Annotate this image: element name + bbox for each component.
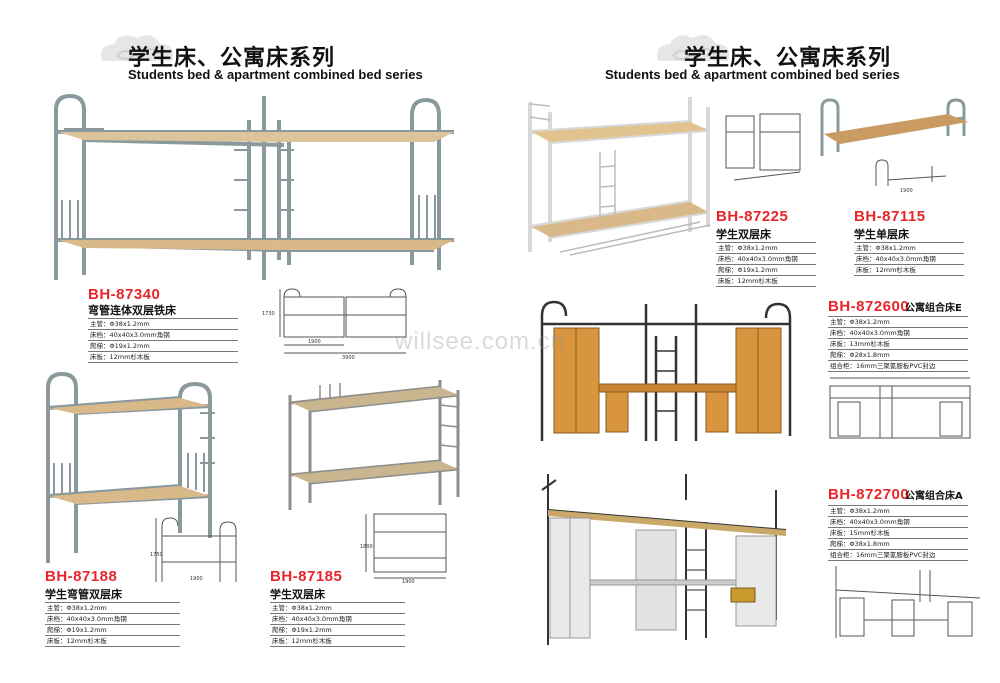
spec-row: 床档：40x40x3.0mm角钢 — [716, 253, 816, 264]
technical-drawing-bh-872700 — [835, 566, 981, 638]
spec-row: 主管：Φ38x1.2mm — [88, 318, 238, 329]
technical-drawing-bh-87185: 1800 1900 — [360, 513, 447, 583]
product-code: BH-872700 — [828, 486, 910, 503]
technical-drawing-bh-87115: 1900 — [875, 159, 947, 194]
dimension-label: 1800 — [360, 544, 373, 550]
spec-row: 主管：Φ38x1.2mm — [716, 242, 816, 253]
product-photo-bh-872700 — [541, 474, 787, 645]
dimension-label: 1900 — [190, 576, 203, 582]
product-code: BH-87185 — [270, 568, 343, 585]
spec-row: 床板：12mm杉木板 — [716, 275, 816, 287]
spec-row: 床板：12mm杉木板 — [854, 264, 964, 276]
cloud-ornament-left — [100, 35, 174, 61]
product-photo-bh-87340 — [54, 93, 454, 280]
technical-drawing-bh-872600 — [829, 377, 971, 439]
spec-list: 主管：Φ38x1.2mm 床档：40x40x3.0mm角钢 爬梯：Φ19x1.2… — [270, 602, 405, 647]
spec-row: 床档：40x40x3.0mm角钢 — [45, 613, 180, 624]
spec-row: 床板：12mm杉木板 — [270, 635, 405, 647]
spec-list: 主管：Φ38x1.2mm 床档：40x40x3.0mm角钢 床板：13mm杉木板… — [828, 316, 968, 372]
spec-row: 床档：40x40x3.0mm角钢 — [270, 613, 405, 624]
spec-row: 组合柜：16mm三聚氰胺板PVC封边 — [828, 360, 968, 372]
product-code: BH-87115 — [854, 208, 926, 225]
page-title-en-left: Students bed & apartment combined bed se… — [128, 67, 423, 82]
dimension-label: 1900 — [308, 339, 321, 345]
spec-row: 床板：12mm杉木板 — [88, 351, 238, 363]
spec-list: 主管：Φ38x1.2mm 床档：40x40x3.0mm角钢 爬梯：Φ19x1.2… — [88, 318, 238, 363]
spec-row: 床板：15mm杉木板 — [828, 527, 968, 538]
product-code: BH-87188 — [45, 568, 118, 585]
spec-list: 主管：Φ38x1.2mm 床档：40x40x3.0mm角钢 床板：12mm杉木板 — [854, 242, 964, 276]
spec-row: 主管：Φ38x1.2mm — [270, 602, 405, 613]
spec-row: 主管：Φ38x1.2mm — [854, 242, 964, 253]
product-photo-bh-87225 — [528, 97, 711, 256]
product-name: 公寓组合床A — [905, 491, 963, 502]
spec-row: 爬梯：Φ28x1.8mm — [828, 349, 968, 360]
spec-row: 床板：12mm杉木板 — [45, 635, 180, 647]
product-photo-bh-87115 — [820, 98, 968, 156]
product-name: 学生单层床 — [854, 228, 909, 241]
dimension-label: 3900 — [342, 355, 355, 360]
product-name: 学生弯管双层床 — [45, 588, 122, 601]
spec-list: 主管：Φ38x1.2mm 床档：40x40x3.0mm角钢 床板：15mm杉木板… — [828, 505, 968, 561]
spec-row: 爬梯：Φ38x1.8mm — [828, 538, 968, 549]
product-code: BH-872600 — [828, 298, 910, 315]
product-name: 学生双层床 — [716, 228, 771, 241]
spec-row: 床档：40x40x3.0mm角钢 — [828, 327, 968, 338]
product-code: BH-87340 — [88, 286, 161, 303]
dimension-label: 1730 — [262, 311, 275, 317]
page-title-en-right: Students bed & apartment combined bed se… — [605, 67, 900, 82]
page-title-cn-left: 学生床、公寓床系列 — [128, 46, 336, 71]
technical-drawing-bh-87188: 1750 1900 — [150, 517, 237, 582]
spec-row: 主管：Φ38x1.2mm — [45, 602, 180, 613]
spec-row: 床档：40x40x3.0mm角钢 — [828, 516, 968, 527]
dimension-label: 1750 — [150, 552, 163, 558]
cloud-ornament-right — [656, 35, 730, 61]
technical-drawing-bh-87340: 1730 1900 3900 — [262, 288, 407, 360]
spec-row: 床档：40x40x3.0mm角钢 — [854, 253, 964, 264]
product-name: 弯管连体双层铁床 — [88, 304, 176, 317]
product-code: BH-87225 — [716, 208, 789, 225]
spec-list: 主管：Φ38x1.2mm 床档：40x40x3.0mm角钢 爬梯：Φ19x1.2… — [45, 602, 180, 647]
product-photo-bh-872600 — [540, 300, 792, 441]
spec-row: 爬梯：Φ19x1.2mm — [716, 264, 816, 275]
dimension-label: 1900 — [900, 188, 913, 194]
spec-row: 爬梯：Φ19x1.2mm — [270, 624, 405, 635]
spec-row: 主管：Φ38x1.2mm — [828, 316, 968, 327]
spec-row: 组合柜：16mm三聚氰胺板PVC封边 — [828, 549, 968, 561]
product-photo-bh-87185 — [288, 380, 460, 510]
dimension-label: 1900 — [402, 579, 415, 583]
product-name: 学生双层床 — [270, 588, 325, 601]
spec-row: 爬梯：Φ19x1.2mm — [88, 340, 238, 351]
spec-row: 床档：40x40x3.0mm角钢 — [88, 329, 238, 340]
page-title-cn-right: 学生床、公寓床系列 — [684, 46, 892, 71]
product-name: 公寓组合床E — [905, 303, 962, 314]
spec-row: 爬梯：Φ19x1.2mm — [45, 624, 180, 635]
spec-row: 主管：Φ38x1.2mm — [828, 505, 968, 516]
spec-list: 主管：Φ38x1.2mm 床档：40x40x3.0mm角钢 爬梯：Φ19x1.2… — [716, 242, 816, 287]
product-photo-bh-87188 — [46, 371, 215, 563]
spec-row: 床板：13mm杉木板 — [828, 338, 968, 349]
technical-drawing-bh-87225 — [725, 113, 801, 181]
watermark: willsee.com.cn — [395, 328, 566, 355]
